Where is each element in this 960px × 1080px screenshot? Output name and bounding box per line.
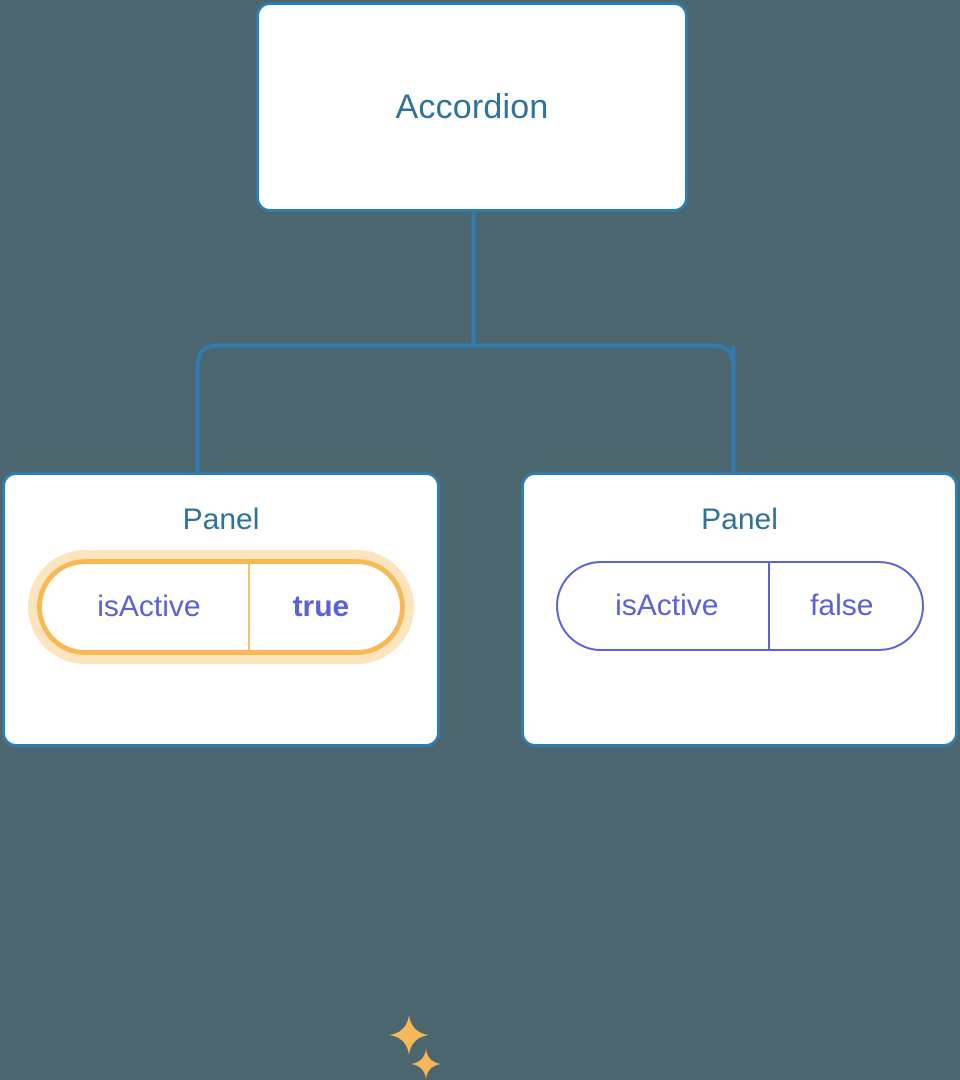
prop-key-label: isActive [615, 589, 719, 622]
node-title-panel-right: Panel [701, 503, 778, 536]
tree-node-panel-left[interactable]: Panel isActive true [2, 472, 441, 1079]
prop-pill-wrapper-right: isActive false [555, 561, 924, 651]
tree-node-panel-right[interactable]: Panel isActive false [521, 472, 958, 747]
sparkle-large-icon [389, 1015, 429, 1055]
connector-branch-left [195, 343, 736, 472]
prop-pill-isactive-true[interactable]: isActive true [37, 559, 405, 655]
prop-pill-wrapper-left: isActive true [28, 550, 414, 664]
prop-pill-isactive-false[interactable]: isActive false [555, 561, 924, 651]
tree-node-accordion[interactable]: Accordion [256, 2, 688, 212]
prop-key-label: isActive [97, 590, 201, 623]
node-title-panel-left: Panel [182, 503, 260, 536]
node-title-accordion: Accordion [395, 88, 549, 126]
sparkle-small-icon [411, 1049, 441, 1079]
highlight-glow-ring [28, 550, 414, 664]
prop-value-label: true [247, 564, 400, 650]
prop-value-label: false [768, 563, 921, 649]
